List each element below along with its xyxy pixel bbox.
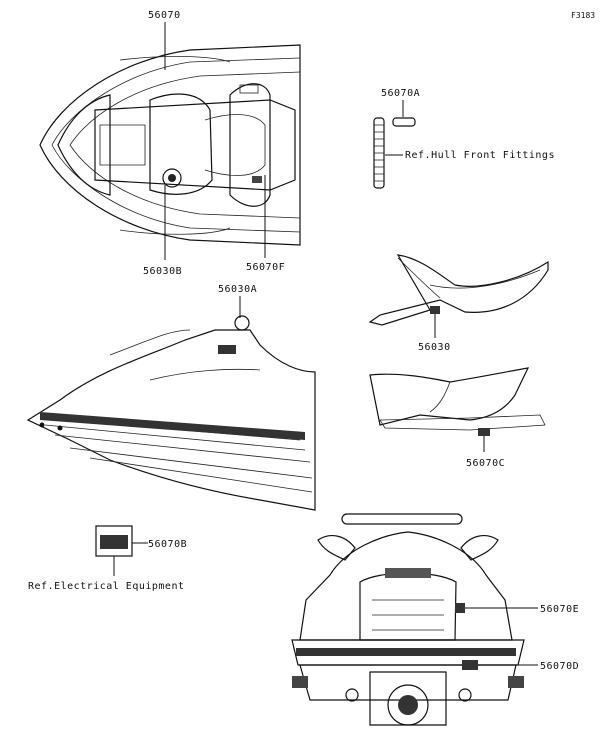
- label-56030B: 56030B: [143, 266, 182, 277]
- label-56070E: 56070E: [540, 604, 579, 615]
- rear-view-watercraft: [291, 513, 525, 726]
- side-view-watercraft: [26, 315, 316, 511]
- electrical-equipment: [95, 525, 133, 557]
- label-56070D: 56070D: [540, 661, 579, 672]
- label-56070F: 56070F: [246, 262, 285, 273]
- label-56070C: 56070C: [466, 458, 505, 469]
- label-56070: 56070: [148, 10, 181, 21]
- rear-side-view: [369, 367, 546, 436]
- decal-56070E: [455, 603, 465, 613]
- decal-56070D: [462, 660, 478, 670]
- label-56070A: 56070A: [381, 88, 420, 99]
- label-56030A: 56030A: [218, 284, 257, 295]
- rear-seat-view: [368, 254, 549, 326]
- label-ref-electrical-equipment: Ref.Electrical Equipment: [28, 581, 185, 592]
- decal-56070B: [100, 535, 128, 549]
- decal-56070C: [478, 428, 490, 436]
- label-56070B: 56070B: [148, 539, 187, 550]
- label-ref-hull-front-fittings: Ref.Hull Front Fittings: [405, 150, 555, 161]
- hull-front-fittings: [373, 117, 416, 189]
- decal-56030A: [218, 345, 236, 354]
- decal-56070A: [392, 117, 416, 127]
- label-56030: 56030: [418, 342, 451, 353]
- figure-code: F3183: [571, 11, 595, 20]
- top-view-watercraft: [39, 44, 301, 246]
- decal-56030: [430, 306, 440, 314]
